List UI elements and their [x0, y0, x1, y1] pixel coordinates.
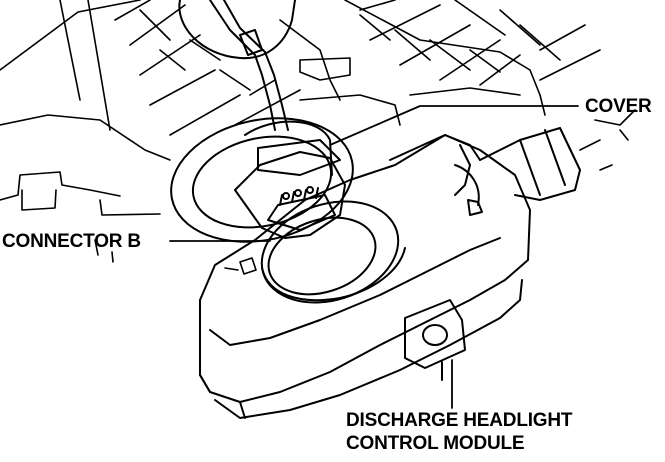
wire-harness	[178, 0, 296, 131]
mounting-bracket	[404, 299, 466, 381]
leader-lines	[169, 105, 579, 409]
body-panel	[0, 0, 636, 216]
module-extension	[479, 127, 581, 201]
body-details	[94, 239, 257, 275]
module-label-line2: CONTROL MODULE	[346, 433, 525, 454]
cover-label: COVER	[585, 96, 652, 117]
cover-leader	[329, 105, 579, 146]
connector-b	[234, 151, 346, 239]
module-body	[199, 134, 531, 419]
connector-b-label: CONNECTOR B	[2, 231, 141, 252]
socket	[260, 200, 406, 304]
module-label-line1: DISCHARGE HEADLIGHT	[346, 410, 573, 431]
